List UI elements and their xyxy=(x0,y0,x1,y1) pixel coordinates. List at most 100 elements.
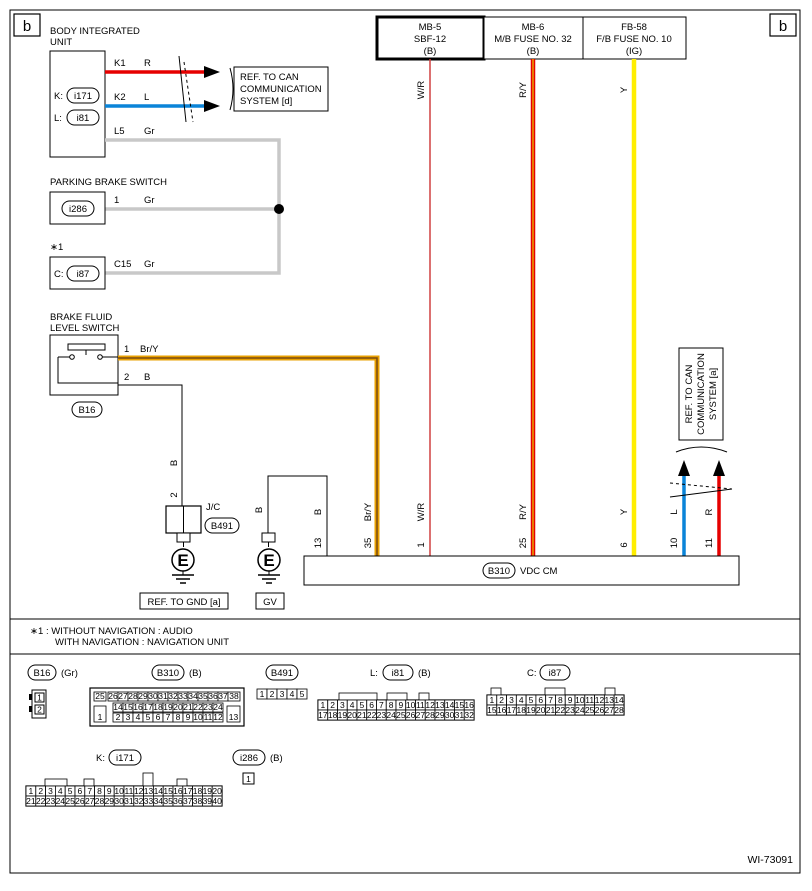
pin-number: 22 xyxy=(36,796,46,806)
pin-number: 33 xyxy=(178,691,188,701)
svg-text:(IG): (IG) xyxy=(626,46,642,57)
pin-number: 32 xyxy=(168,691,178,701)
biu-box xyxy=(49,50,106,158)
pin-number: 34 xyxy=(188,691,198,701)
conn-i286-body: 1 xyxy=(242,772,255,785)
pin-number: 23 xyxy=(377,710,387,720)
pin-number: 37 xyxy=(218,691,228,701)
svg-text:E: E xyxy=(263,551,274,570)
can-bracket-left xyxy=(229,67,234,111)
pin-number: 8 xyxy=(176,712,181,722)
pin-number: 1 xyxy=(29,786,34,796)
can-ref-right: REF. TO CAN COMMUNICATION SYSTEM [a] xyxy=(678,347,724,441)
pin-number: 1 xyxy=(260,689,265,699)
pin-number: 9 xyxy=(186,712,191,722)
pin-number: 24 xyxy=(56,796,66,806)
pin-number: 12 xyxy=(425,700,435,710)
ref-to-gnd: REF. TO GND [a] xyxy=(139,592,229,610)
svg-text:B310: B310 xyxy=(157,668,179,679)
svg-text:(B): (B) xyxy=(527,46,540,57)
svg-text:2: 2 xyxy=(37,705,42,715)
pin-number: 32 xyxy=(464,710,474,720)
pin-number: 21 xyxy=(26,796,36,806)
pin-number: 12 xyxy=(213,712,223,722)
svg-text:FB-58: FB-58 xyxy=(621,22,647,33)
pin-number: 16 xyxy=(133,702,143,712)
pin-number: 10 xyxy=(114,786,124,796)
wire-label-wr-top: W/R xyxy=(416,81,427,100)
pin-cell xyxy=(463,709,475,721)
wire-label-l: L xyxy=(144,92,149,103)
connector-tag-i81: i81 xyxy=(66,109,100,126)
pin-number: 16 xyxy=(173,786,183,796)
pin-number: 31 xyxy=(124,796,134,806)
pin-number: 39 xyxy=(203,796,213,806)
pin-cell xyxy=(93,691,107,702)
pin-l5: L5 xyxy=(114,126,125,137)
pin-number: 15 xyxy=(163,786,173,796)
can-ref-left: REF. TO CAN COMMUNICATION SYSTEM [d] xyxy=(233,66,329,112)
vdc-cm-box xyxy=(303,555,740,586)
pin-number: 5 xyxy=(529,695,534,705)
pin-number: 14 xyxy=(154,786,164,796)
svg-text:B16: B16 xyxy=(79,405,96,416)
wire-label-b-2: B xyxy=(169,460,180,466)
pin-number: 18 xyxy=(153,702,163,712)
pin-c15: C15 xyxy=(114,259,131,270)
pin-number: 33 xyxy=(144,796,154,806)
fuse-mb6: MB-6 M/B FUSE NO. 32 (B) xyxy=(483,16,584,60)
svg-text:REF. TO CAN: REF. TO CAN xyxy=(684,364,695,423)
svg-text:(B): (B) xyxy=(418,668,431,679)
svg-text:B16: B16 xyxy=(34,668,51,679)
pin-number: 1 xyxy=(98,712,103,722)
pin-cell xyxy=(226,705,241,723)
wire-label-b-gv: B xyxy=(254,507,265,513)
pin-number: 31 xyxy=(455,710,465,720)
pin-number: 10 xyxy=(406,700,416,710)
parking-title: PARKING BRAKE SWITCH xyxy=(50,177,167,188)
pin-number: 13 xyxy=(229,712,239,722)
pin-number: 36 xyxy=(173,796,183,806)
pin-number: 19 xyxy=(163,702,173,712)
pin-number: 25 xyxy=(585,705,595,715)
svg-text:b: b xyxy=(779,18,787,35)
pin-number: 27 xyxy=(416,710,426,720)
pin-number: 18 xyxy=(328,710,338,720)
pin-bf-1: 1 xyxy=(124,344,129,355)
pin-number: 6 xyxy=(538,695,543,705)
wire-b-jc xyxy=(118,384,183,506)
conn-b310-header: B310 (B) xyxy=(151,664,202,681)
pin-number: 38 xyxy=(193,796,203,806)
conn-b491-header: B491 xyxy=(265,664,299,681)
footnote-mark: ∗1 xyxy=(30,626,43,637)
conn-i171-header: K: i171 xyxy=(96,749,142,766)
pin-number: 6 xyxy=(369,700,374,710)
brake-fluid-title-2: LEVEL SWITCH xyxy=(50,323,119,334)
connector-key xyxy=(83,778,95,787)
arrow-can-l xyxy=(678,460,690,476)
pin-cell xyxy=(613,704,625,716)
wire-label-r-11: R xyxy=(704,508,715,515)
svg-text:(Gr): (Gr) xyxy=(61,668,78,679)
pin-number: 13 xyxy=(144,786,154,796)
pin-number: 15 xyxy=(455,700,465,710)
pin-number: 20 xyxy=(173,702,183,712)
pin-number: 21 xyxy=(183,702,193,712)
pin-vdc-1: 1 xyxy=(416,542,427,547)
connector-key xyxy=(176,778,188,787)
svg-text:GV: GV xyxy=(263,597,277,608)
pin-vdc-11: 11 xyxy=(704,538,715,548)
conn-b16-header: B16 (Gr) xyxy=(27,664,78,681)
svg-text:(B): (B) xyxy=(189,668,202,679)
pin-number: 24 xyxy=(386,710,396,720)
biu-l-prefix: L: xyxy=(54,113,62,124)
wire-label-bry-35: Br/Y xyxy=(363,502,374,521)
wire-gr-bus xyxy=(105,138,281,275)
svg-text:L:: L: xyxy=(370,668,378,679)
pin-number: 15 xyxy=(123,702,133,712)
wire-label-y-6: Y xyxy=(619,508,630,515)
ground-symbol-2: E xyxy=(257,548,281,584)
pin-number: 1 xyxy=(490,695,495,705)
corner-tag-left: b xyxy=(13,13,41,37)
